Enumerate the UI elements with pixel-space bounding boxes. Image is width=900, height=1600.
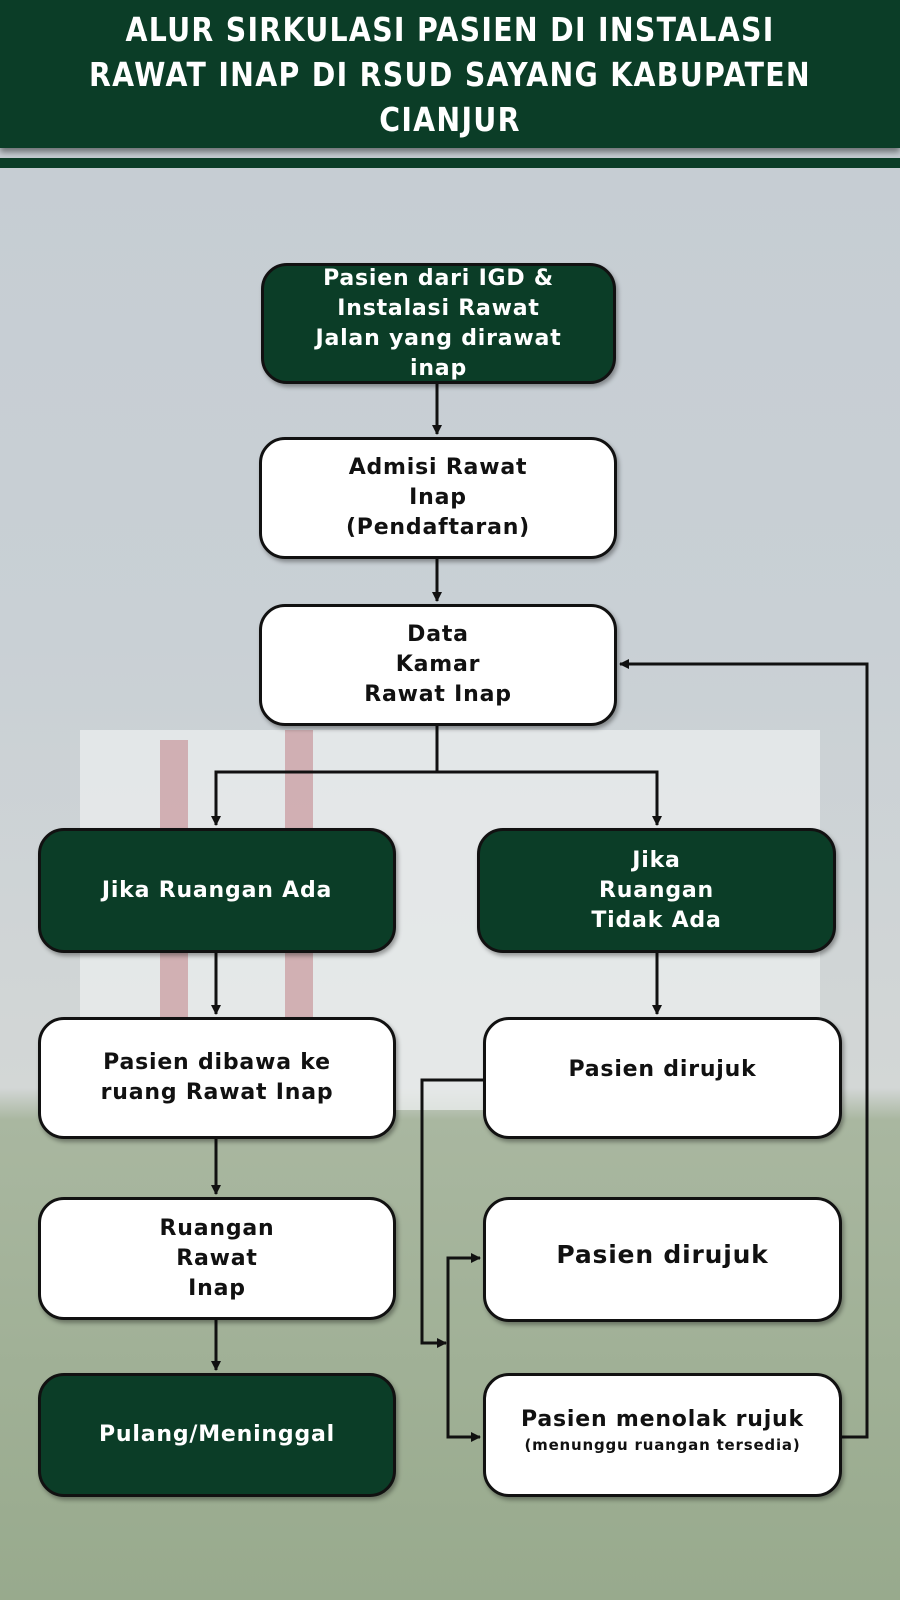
arrow-menolak-loop — [619, 659, 869, 1439]
title-banner: ALUR SIRKULASI PASIEN DI INSTALASI RAWAT… — [0, 0, 900, 148]
arrow-split-menolak — [446, 1343, 481, 1442]
node-menolak: Pasien menolak rujuk (menunggu ruangan te… — [483, 1373, 842, 1497]
node-label: Jika Ruangan Ada — [101, 877, 333, 903]
node-label: Pasien dirujuk — [568, 1057, 757, 1082]
header-stripe — [0, 158, 900, 168]
node-pulang: Pulang/Meninggal — [38, 1373, 396, 1497]
node-data-kamar: Data Kamar Rawat Inap — [259, 604, 617, 726]
node-label: Data Kamar Rawat Inap — [364, 622, 512, 707]
node-label: Pasien menolak rujuk — [521, 1407, 804, 1432]
node-dirujuk-2: Pasien dirujuk — [483, 1197, 842, 1322]
node-label: Jika Ruangan Tidak Ada — [591, 847, 722, 933]
node-label: Admisi Rawat Inap (Pendaftaran) — [345, 455, 531, 540]
node-dibawa: Pasien dibawa ke ruang Rawat Inap — [38, 1017, 396, 1139]
node-label: Pulang/Meninggal — [99, 1422, 335, 1447]
arrow-split-dirujuk2 — [446, 1253, 481, 1437]
node-note: (menunggu ruangan tersedia) — [524, 1436, 801, 1454]
node-label: Pasien dibawa ke ruang Rawat Inap — [100, 1050, 334, 1105]
node-dirujuk-1: Pasien dirujuk — [483, 1017, 842, 1139]
node-ruangan: Ruangan Rawat Inap — [38, 1197, 396, 1320]
node-label: Pasien dirujuk — [556, 1239, 769, 1269]
node-label: Pasien dari IGD & Instalasi Rawat Jalan … — [315, 265, 562, 381]
node-label: Ruangan Rawat Inap — [159, 1215, 275, 1301]
node-admisi: Admisi Rawat Inap (Pendaftaran) — [259, 437, 617, 559]
node-ruangan-ada: Jika Ruangan Ada — [38, 828, 396, 953]
arrow-dirujuk-split — [420, 1078, 483, 1348]
branch-line — [211, 726, 439, 826]
node-ruangan-tidak-ada: Jika Ruangan Tidak Ada — [477, 828, 836, 953]
page-title: ALUR SIRKULASI PASIEN DI INSTALASI RAWAT… — [89, 9, 811, 139]
node-start: Pasien dari IGD & Instalasi Rawat Jalan … — [261, 263, 616, 384]
branch-line-right — [437, 770, 662, 826]
